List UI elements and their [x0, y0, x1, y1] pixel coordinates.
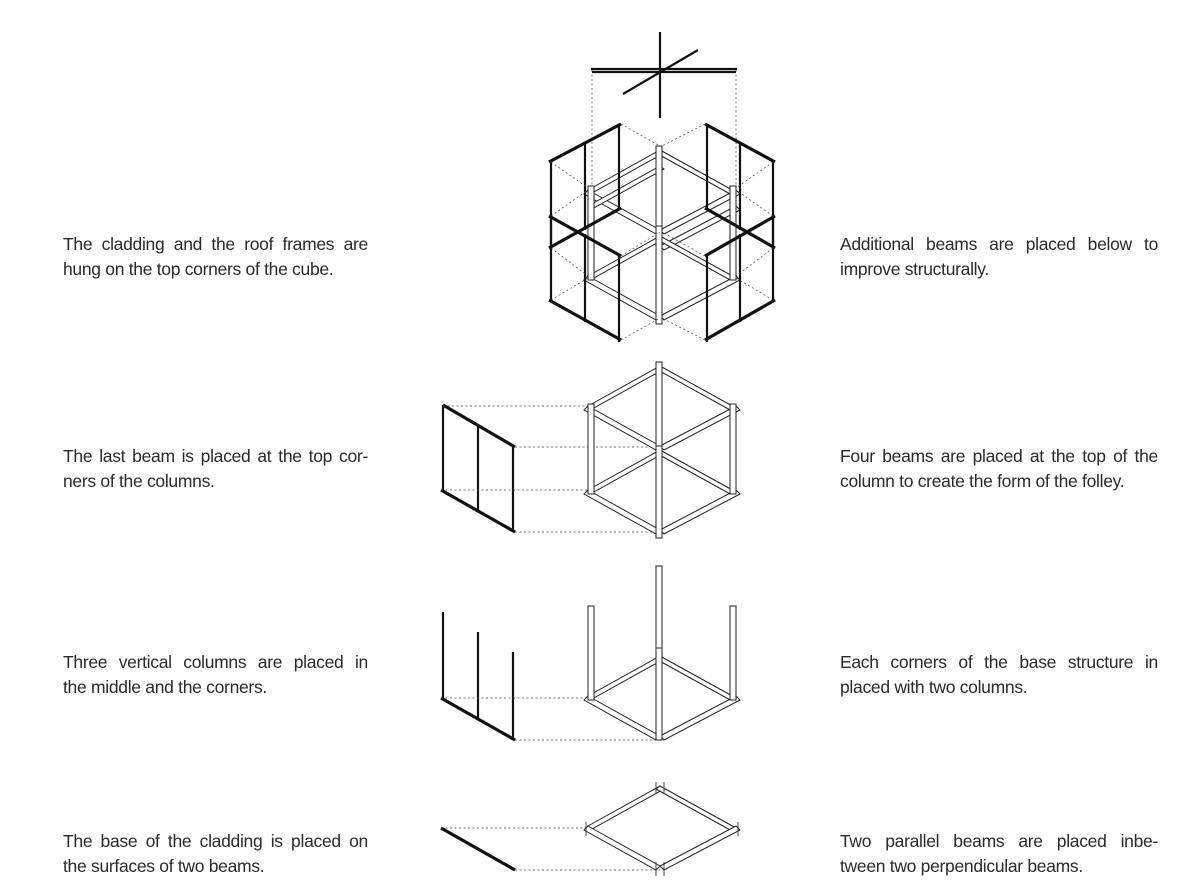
base-beam — [659, 275, 741, 321]
projection-line — [735, 161, 774, 189]
top-beam — [583, 405, 661, 451]
caption-line: improve structurally. — [840, 259, 989, 279]
projection-line — [735, 277, 774, 301]
projection-line — [550, 247, 589, 277]
projection-line — [620, 317, 661, 341]
corner-column — [655, 647, 663, 741]
step-3-columns-assembly — [440, 565, 741, 742]
caption-line: Each corners of the base structure in — [840, 652, 1158, 672]
caption-line: Two parallel beams are placed inbe- — [840, 831, 1158, 851]
step-2-left-caption: The last beam is placed at the top cor- … — [63, 444, 368, 494]
caption-line: column to create the form of the folley. — [840, 471, 1125, 491]
projection-line — [550, 277, 589, 301]
corner-column — [587, 403, 595, 495]
corner-column — [655, 361, 663, 455]
base-beam — [583, 275, 661, 321]
corner-column — [655, 225, 663, 325]
step-1-right-caption: Additional beams are placed below to imp… — [840, 232, 1158, 282]
caption-line: tween two perpendicular beams. — [840, 856, 1083, 876]
step-3-right-caption: Each corners of the base structure in pl… — [840, 650, 1158, 700]
top-beam — [655, 365, 737, 412]
base-beam-back-right — [655, 785, 737, 832]
caption-line: The last beam is placed at the top cor- — [63, 446, 368, 466]
base-beam — [587, 449, 665, 494]
corner-column — [587, 605, 595, 701]
step-2-right-caption: Four beams are placed at the top of the … — [840, 444, 1158, 494]
projection-line — [735, 189, 774, 217]
top-beam — [587, 365, 665, 410]
base-beam — [659, 695, 741, 741]
base-beam — [655, 449, 737, 496]
base-beam — [655, 235, 737, 282]
caption-line: hung on the top corners of the cube. — [63, 259, 334, 279]
corner-column — [587, 185, 595, 281]
caption-line: ners of the columns. — [63, 471, 215, 491]
caption-line: The cladding and the roof frames are — [63, 234, 368, 254]
base-beam-front-right — [659, 825, 741, 871]
top-beam — [583, 189, 661, 235]
step-1-full-assembly — [548, 32, 776, 342]
projection-line — [550, 161, 589, 189]
base-beam — [587, 655, 665, 700]
top-beam — [659, 405, 741, 451]
base-beam — [583, 695, 661, 741]
step-2-cube-assembly — [440, 361, 741, 539]
step-4-left-caption: The base of the cladding is placed on th… — [63, 829, 368, 879]
corner-column — [655, 565, 663, 659]
base-beam-back-left — [587, 785, 665, 830]
caption-line: the surfaces of two beams. — [63, 856, 265, 876]
projection-line — [550, 189, 589, 217]
base-beam — [659, 489, 741, 535]
caption-line: The base of the cladding is placed on — [63, 831, 368, 851]
base-beam — [583, 489, 661, 535]
caption-line: Three vertical columns are placed in — [63, 652, 368, 672]
projection-line — [620, 231, 661, 257]
base-beam — [655, 655, 737, 702]
caption-line: the middle and the corners. — [63, 677, 267, 697]
step-3-left-caption: Three vertical columns are placed in the… — [63, 650, 368, 700]
top-beam — [655, 149, 737, 196]
projection-line — [661, 317, 706, 341]
base-beam-front-left — [583, 825, 661, 871]
caption-line: Four beams are placed at the top of the — [840, 446, 1158, 466]
step-4-right-caption: Two parallel beams are placed inbe- twee… — [840, 829, 1158, 879]
step-1-left-caption: The cladding and the roof frames are hun… — [63, 232, 368, 282]
step-4-base-assembly — [440, 782, 741, 876]
roof-cross-beam — [622, 49, 699, 95]
caption-line: placed with two columns. — [840, 677, 1028, 697]
corner-column — [655, 445, 663, 539]
cladding-base-beam — [440, 826, 516, 872]
projection-line — [735, 247, 774, 277]
projection-line — [620, 123, 661, 147]
corner-column — [729, 605, 737, 701]
projection-line — [661, 231, 706, 257]
corner-column — [729, 185, 737, 281]
projection-line — [661, 123, 706, 147]
corner-column — [729, 403, 737, 495]
caption-line: Additional beams are placed below to — [840, 234, 1158, 254]
